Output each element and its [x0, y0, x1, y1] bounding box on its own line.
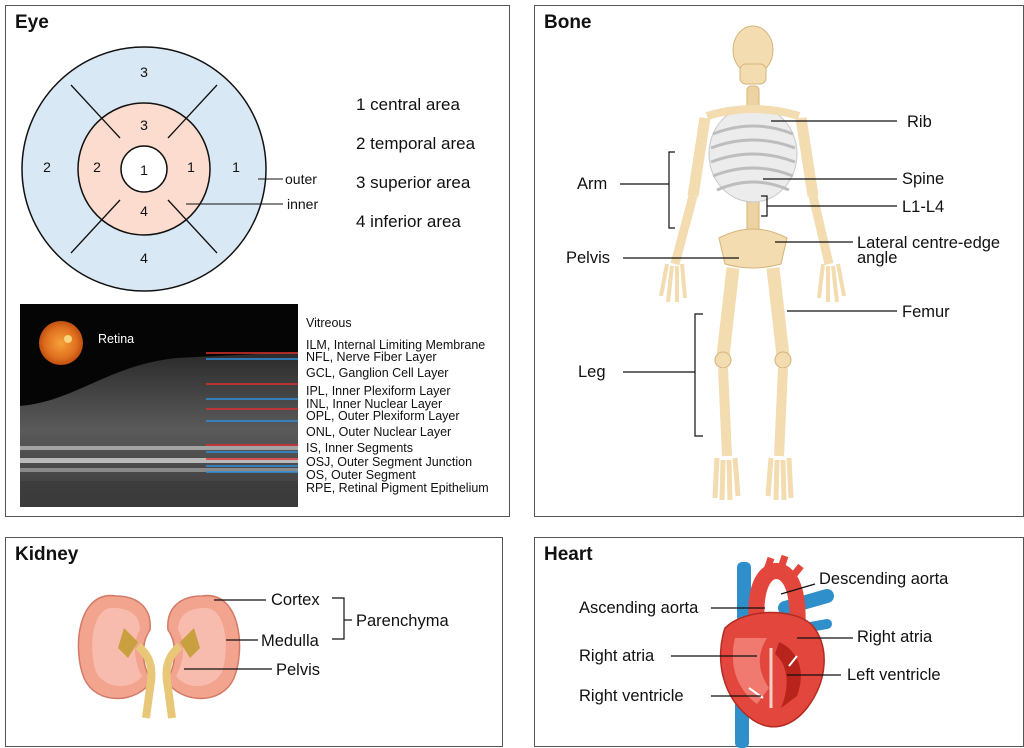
- label-outer: outer: [285, 171, 317, 187]
- kidney-illustration: [78, 596, 239, 718]
- label-pelvis: Pelvis: [566, 249, 610, 267]
- label-leg: Leg: [578, 363, 606, 381]
- label-arm: Arm: [577, 175, 607, 193]
- layer-osj: OSJ, Outer Segment Junction: [306, 455, 472, 469]
- label-parenchyma: Parenchyma: [356, 612, 449, 630]
- label-femur: Femur: [902, 303, 950, 321]
- grid-outer-bottom: 4: [140, 250, 148, 266]
- grid-outer-top: 3: [140, 64, 148, 80]
- grid-inner-bottom: 4: [140, 203, 148, 219]
- skeleton-diagram: Rib Spine L1-L4 Lateral centre-edge angl…: [535, 6, 1024, 518]
- layer-vitreous: Vitreous: [306, 316, 352, 330]
- fundus-image: [39, 321, 83, 365]
- label-descending-aorta: Descending aorta: [819, 570, 949, 588]
- grid-inner-right: 1: [187, 159, 195, 175]
- layer-opl: OPL, Outer Plexiform Layer: [306, 409, 460, 423]
- label-cortex: Cortex: [271, 591, 320, 609]
- legend-item-2: 2 temporal area: [356, 134, 476, 153]
- layer-rpe: RPE, Retinal Pigment Epithelium: [306, 481, 489, 495]
- retina-label: Retina: [98, 332, 134, 346]
- eye-panel: Eye 1 3 2 1 4 3 2 1 4 outer inner 1 cent…: [5, 5, 510, 517]
- label-right-ventricle: Right ventricle: [579, 687, 684, 705]
- eye-diagram: 1 3 2 1 4 3 2 1 4 outer inner 1 central …: [6, 6, 511, 518]
- kidney-panel: Kidney Cortex Medulla Pelvis Parenchyma: [5, 537, 503, 747]
- grid-inner-left: 2: [93, 159, 101, 175]
- layer-gcl: GCL, Ganglion Cell Layer: [306, 366, 448, 380]
- grid-outer-left: 2: [43, 159, 51, 175]
- legend-item-1: 1 central area: [356, 95, 460, 114]
- grid-center: 1: [140, 162, 148, 178]
- label-l1l4: L1-L4: [902, 198, 944, 216]
- grid-inner-top: 3: [140, 117, 148, 133]
- label-rib: Rib: [907, 113, 932, 131]
- layer-onl: ONL, Outer Nuclear Layer: [306, 425, 451, 439]
- layer-os: OS, Outer Segment: [306, 468, 416, 482]
- layer-ipl: IPL, Inner Plexiform Layer: [306, 384, 451, 398]
- layer-nfl: NFL, Nerve Fiber Layer: [306, 350, 437, 364]
- label-inner: inner: [287, 196, 318, 212]
- label-right-atria-2: Right atria: [579, 647, 655, 665]
- label-medulla: Medulla: [261, 632, 320, 650]
- label-spine: Spine: [902, 170, 944, 188]
- legend-item-4: 4 inferior area: [356, 212, 461, 231]
- grid-outer-right: 1: [232, 159, 240, 175]
- kidney-diagram: Cortex Medulla Pelvis Parenchyma: [6, 538, 504, 748]
- oct-image: [20, 304, 298, 507]
- skeleton-illustration: [661, 26, 844, 500]
- label-left-ventricle: Left ventricle: [847, 666, 941, 684]
- heart-diagram: Descending aorta Ascending aorta Right a…: [535, 538, 1024, 748]
- label-kidney-pelvis: Pelvis: [276, 661, 320, 679]
- bone-panel: Bone: [534, 5, 1024, 517]
- heart-panel: Heart Descending aorta Ascend: [534, 537, 1024, 747]
- label-lcea-2: angle: [857, 249, 897, 267]
- label-ascending-aorta: Ascending aorta: [579, 599, 699, 617]
- label-right-atria-1: Right atria: [857, 628, 933, 646]
- layer-is: IS, Inner Segments: [306, 441, 413, 455]
- legend-item-3: 3 superior area: [356, 173, 471, 192]
